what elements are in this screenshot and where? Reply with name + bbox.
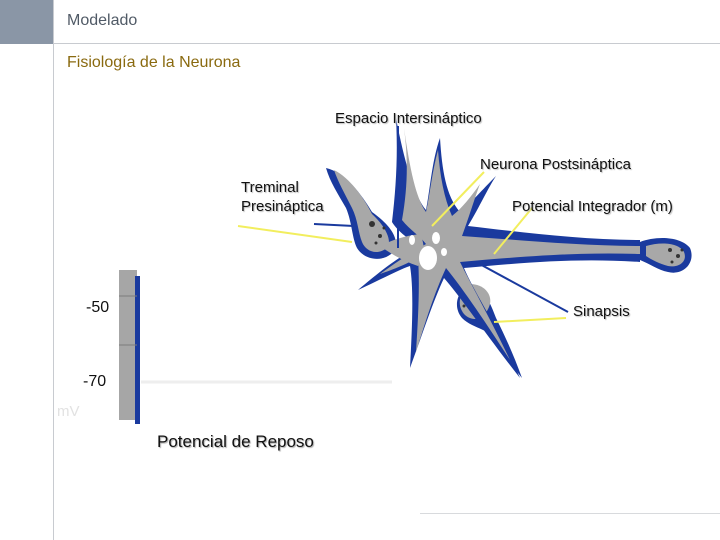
leader-presynaptic-terminal-b <box>314 224 354 226</box>
leader-presynaptic-terminal <box>238 226 352 242</box>
label-synaptic-cleft: Espacio Intersináptico <box>335 110 482 127</box>
membrane-potential-gauge <box>119 270 392 424</box>
neuron-vesicle <box>441 248 447 256</box>
neuron-vesicle <box>432 232 440 244</box>
label-presynaptic-line2: Presináptica <box>241 197 324 216</box>
label-postsynaptic-neuron: Neurona Postsináptica <box>480 156 631 173</box>
label-presynaptic-line1: Treminal <box>241 178 324 197</box>
neuron-vesicle <box>409 235 415 245</box>
leader-synapse-lower <box>494 318 566 322</box>
gauge-tick-label-50: -50 <box>86 299 109 317</box>
label-integrator-potential: Potencial Integrador (m) <box>512 198 673 215</box>
gauge-edge <box>135 276 140 424</box>
label-synapse: Sinapsis <box>573 303 630 320</box>
presynaptic-terminal-right <box>640 238 692 273</box>
label-presynaptic-terminal: Treminal Presináptica <box>241 178 324 216</box>
neuron-nucleus <box>419 246 437 270</box>
gauge-tick-label-70: -70 <box>83 373 106 391</box>
gauge-unit: mV <box>57 403 80 420</box>
resting-potential-label: Potencial de Reposo <box>157 432 314 452</box>
